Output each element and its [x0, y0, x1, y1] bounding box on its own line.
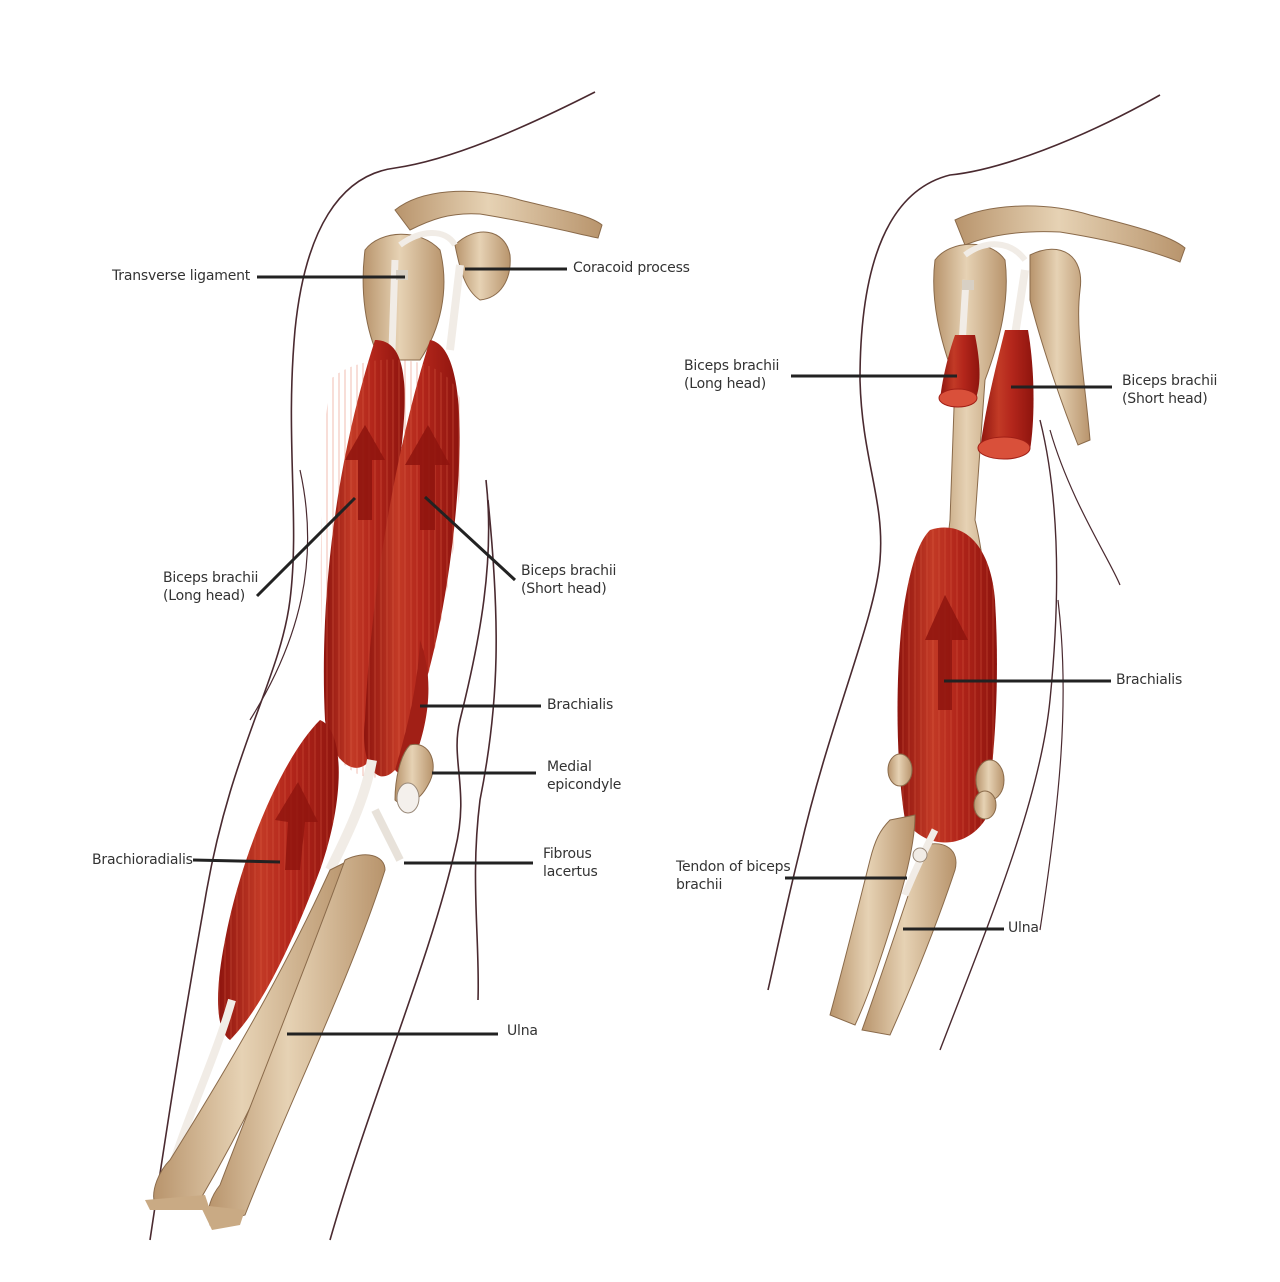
biceps-long-head-cut — [940, 335, 980, 400]
leader-line — [192, 858, 281, 864]
leader-line — [423, 495, 517, 582]
label-ulna: Ulna — [507, 1023, 538, 1039]
coracoid-process — [454, 231, 511, 301]
label-coracoid-process: Coracoid process — [573, 260, 690, 276]
label-biceps-short-head-right: Biceps brachii (Short head) — [1122, 373, 1218, 407]
label-biceps-long-head-right: Biceps brachii (Long head) — [684, 358, 780, 392]
radius-right — [829, 814, 916, 1026]
scapula — [1029, 248, 1091, 446]
clavicle — [394, 190, 603, 239]
label-tendon-of-biceps-brachii: Tendon of biceps brachii — [676, 859, 791, 893]
leader-lines — [192, 267, 1112, 1036]
ulna-left — [207, 854, 386, 1226]
biceps-short-head-cut — [980, 330, 1034, 450]
ulna-right — [861, 843, 957, 1036]
label-transverse-ligament: Transverse ligament — [112, 268, 251, 284]
clavicle-right — [954, 205, 1186, 263]
label-brachioradialis: Brachioradialis — [92, 852, 193, 868]
skin-outline-right — [767, 94, 1161, 991]
label-biceps-short-head: Biceps brachii (Short head) — [521, 563, 617, 597]
label-fibrous-lacertus: Fibrous lacertus — [543, 846, 598, 880]
right-arm-figure — [767, 94, 1186, 1051]
left-arm-figure — [145, 91, 603, 1241]
skin-outline-left — [149, 91, 596, 1241]
label-brachialis-right: Brachialis — [1116, 672, 1183, 688]
label-biceps-long-head: Biceps brachii (Long head) — [163, 570, 259, 604]
humerus-head — [362, 233, 445, 361]
label-brachialis: Brachialis — [547, 697, 614, 713]
leader-line — [255, 496, 357, 598]
label-medial-epicondyle: Medial epicondyle — [547, 759, 622, 793]
brachialis-left — [395, 640, 429, 780]
label-ulna-right: Ulna — [1008, 920, 1039, 936]
